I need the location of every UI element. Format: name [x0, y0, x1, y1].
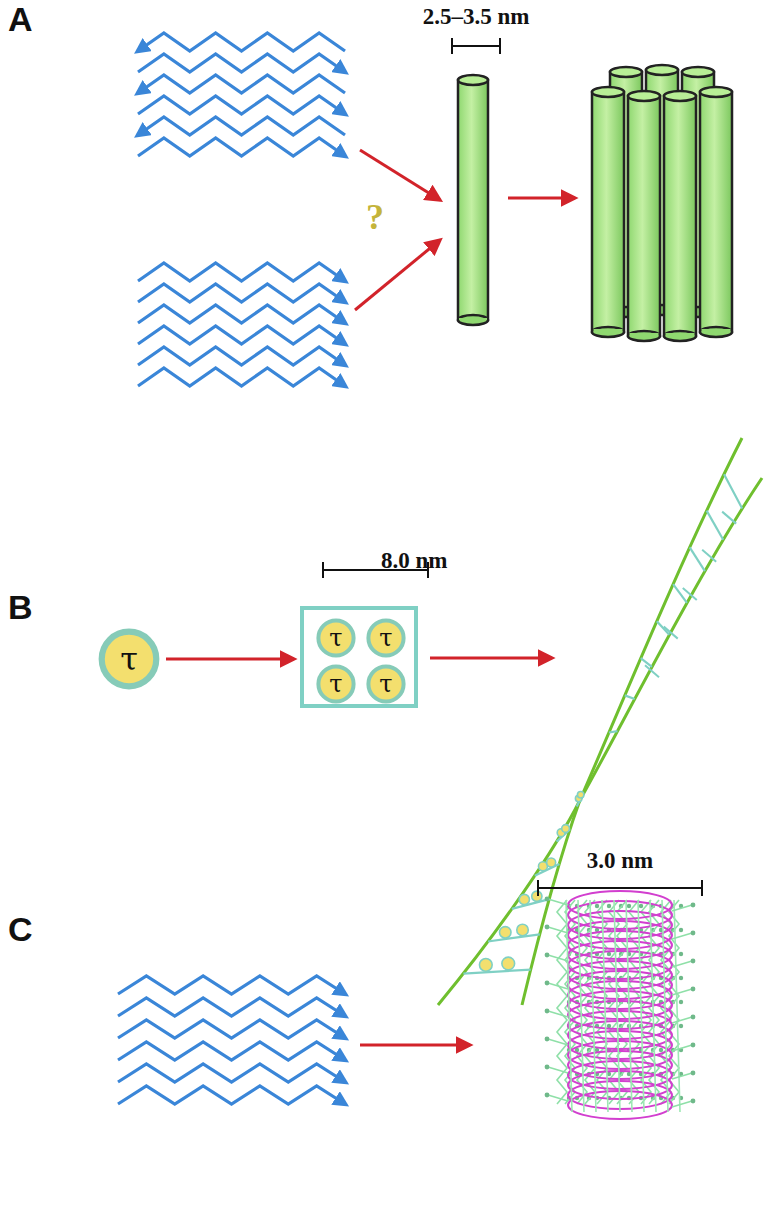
fibril-bundle [592, 65, 732, 341]
strand-arrow [138, 117, 345, 135]
arrow [360, 150, 440, 200]
strand-arrow [118, 1086, 345, 1104]
strand-arrow [118, 1042, 345, 1060]
arrow [355, 240, 440, 310]
arrow [360, 1044, 470, 1047]
question-mark: ? [366, 196, 384, 238]
strand-arrow [138, 96, 345, 114]
arrow [430, 657, 552, 660]
tau-symbol: τ [316, 618, 356, 658]
strand-arrow [118, 1020, 345, 1038]
strand-arrow [138, 263, 345, 281]
strand-arrow [138, 138, 345, 156]
twisted-ribbon [438, 438, 762, 1005]
tau-symbol: τ [366, 618, 406, 658]
strand-arrow [138, 305, 345, 323]
strand-arrow [138, 33, 345, 51]
strand-arrow [138, 326, 345, 344]
beta-strands [118, 33, 345, 1104]
panel-label: C [8, 910, 33, 949]
beta-helix-model [545, 891, 696, 1119]
dimension-label: 3.0 nm [587, 848, 653, 874]
panel-label: A [8, 0, 33, 39]
tau-symbol: τ [316, 664, 356, 704]
protofilament-cylinder [458, 75, 488, 325]
dimension-label: 2.5–3.5 nm [423, 4, 530, 30]
arrow [166, 658, 294, 661]
strand-arrow [138, 347, 345, 365]
tetramer-box: 8.0 nmττττ [300, 606, 418, 708]
strand-arrow [138, 54, 345, 72]
tau-circle: τ [316, 664, 356, 704]
tau-symbol: τ [366, 664, 406, 704]
dimension-bar [538, 880, 702, 896]
strand-arrow [138, 75, 345, 93]
strand-arrow [138, 284, 345, 302]
strand-arrow [118, 998, 345, 1016]
tau-symbol: τ [98, 628, 160, 690]
strand-arrow [118, 1064, 345, 1082]
strand-arrow [138, 368, 345, 386]
arrow [508, 197, 575, 200]
tau-circle: τ [98, 628, 160, 690]
tau-circle: τ [366, 618, 406, 658]
panel-label: B [8, 588, 33, 627]
dimension-label: 8.0 nm [381, 548, 447, 574]
tau-circle: τ [316, 618, 356, 658]
tau-circle: τ [366, 664, 406, 704]
strand-arrow [118, 976, 345, 994]
dimension-bar [452, 38, 500, 54]
